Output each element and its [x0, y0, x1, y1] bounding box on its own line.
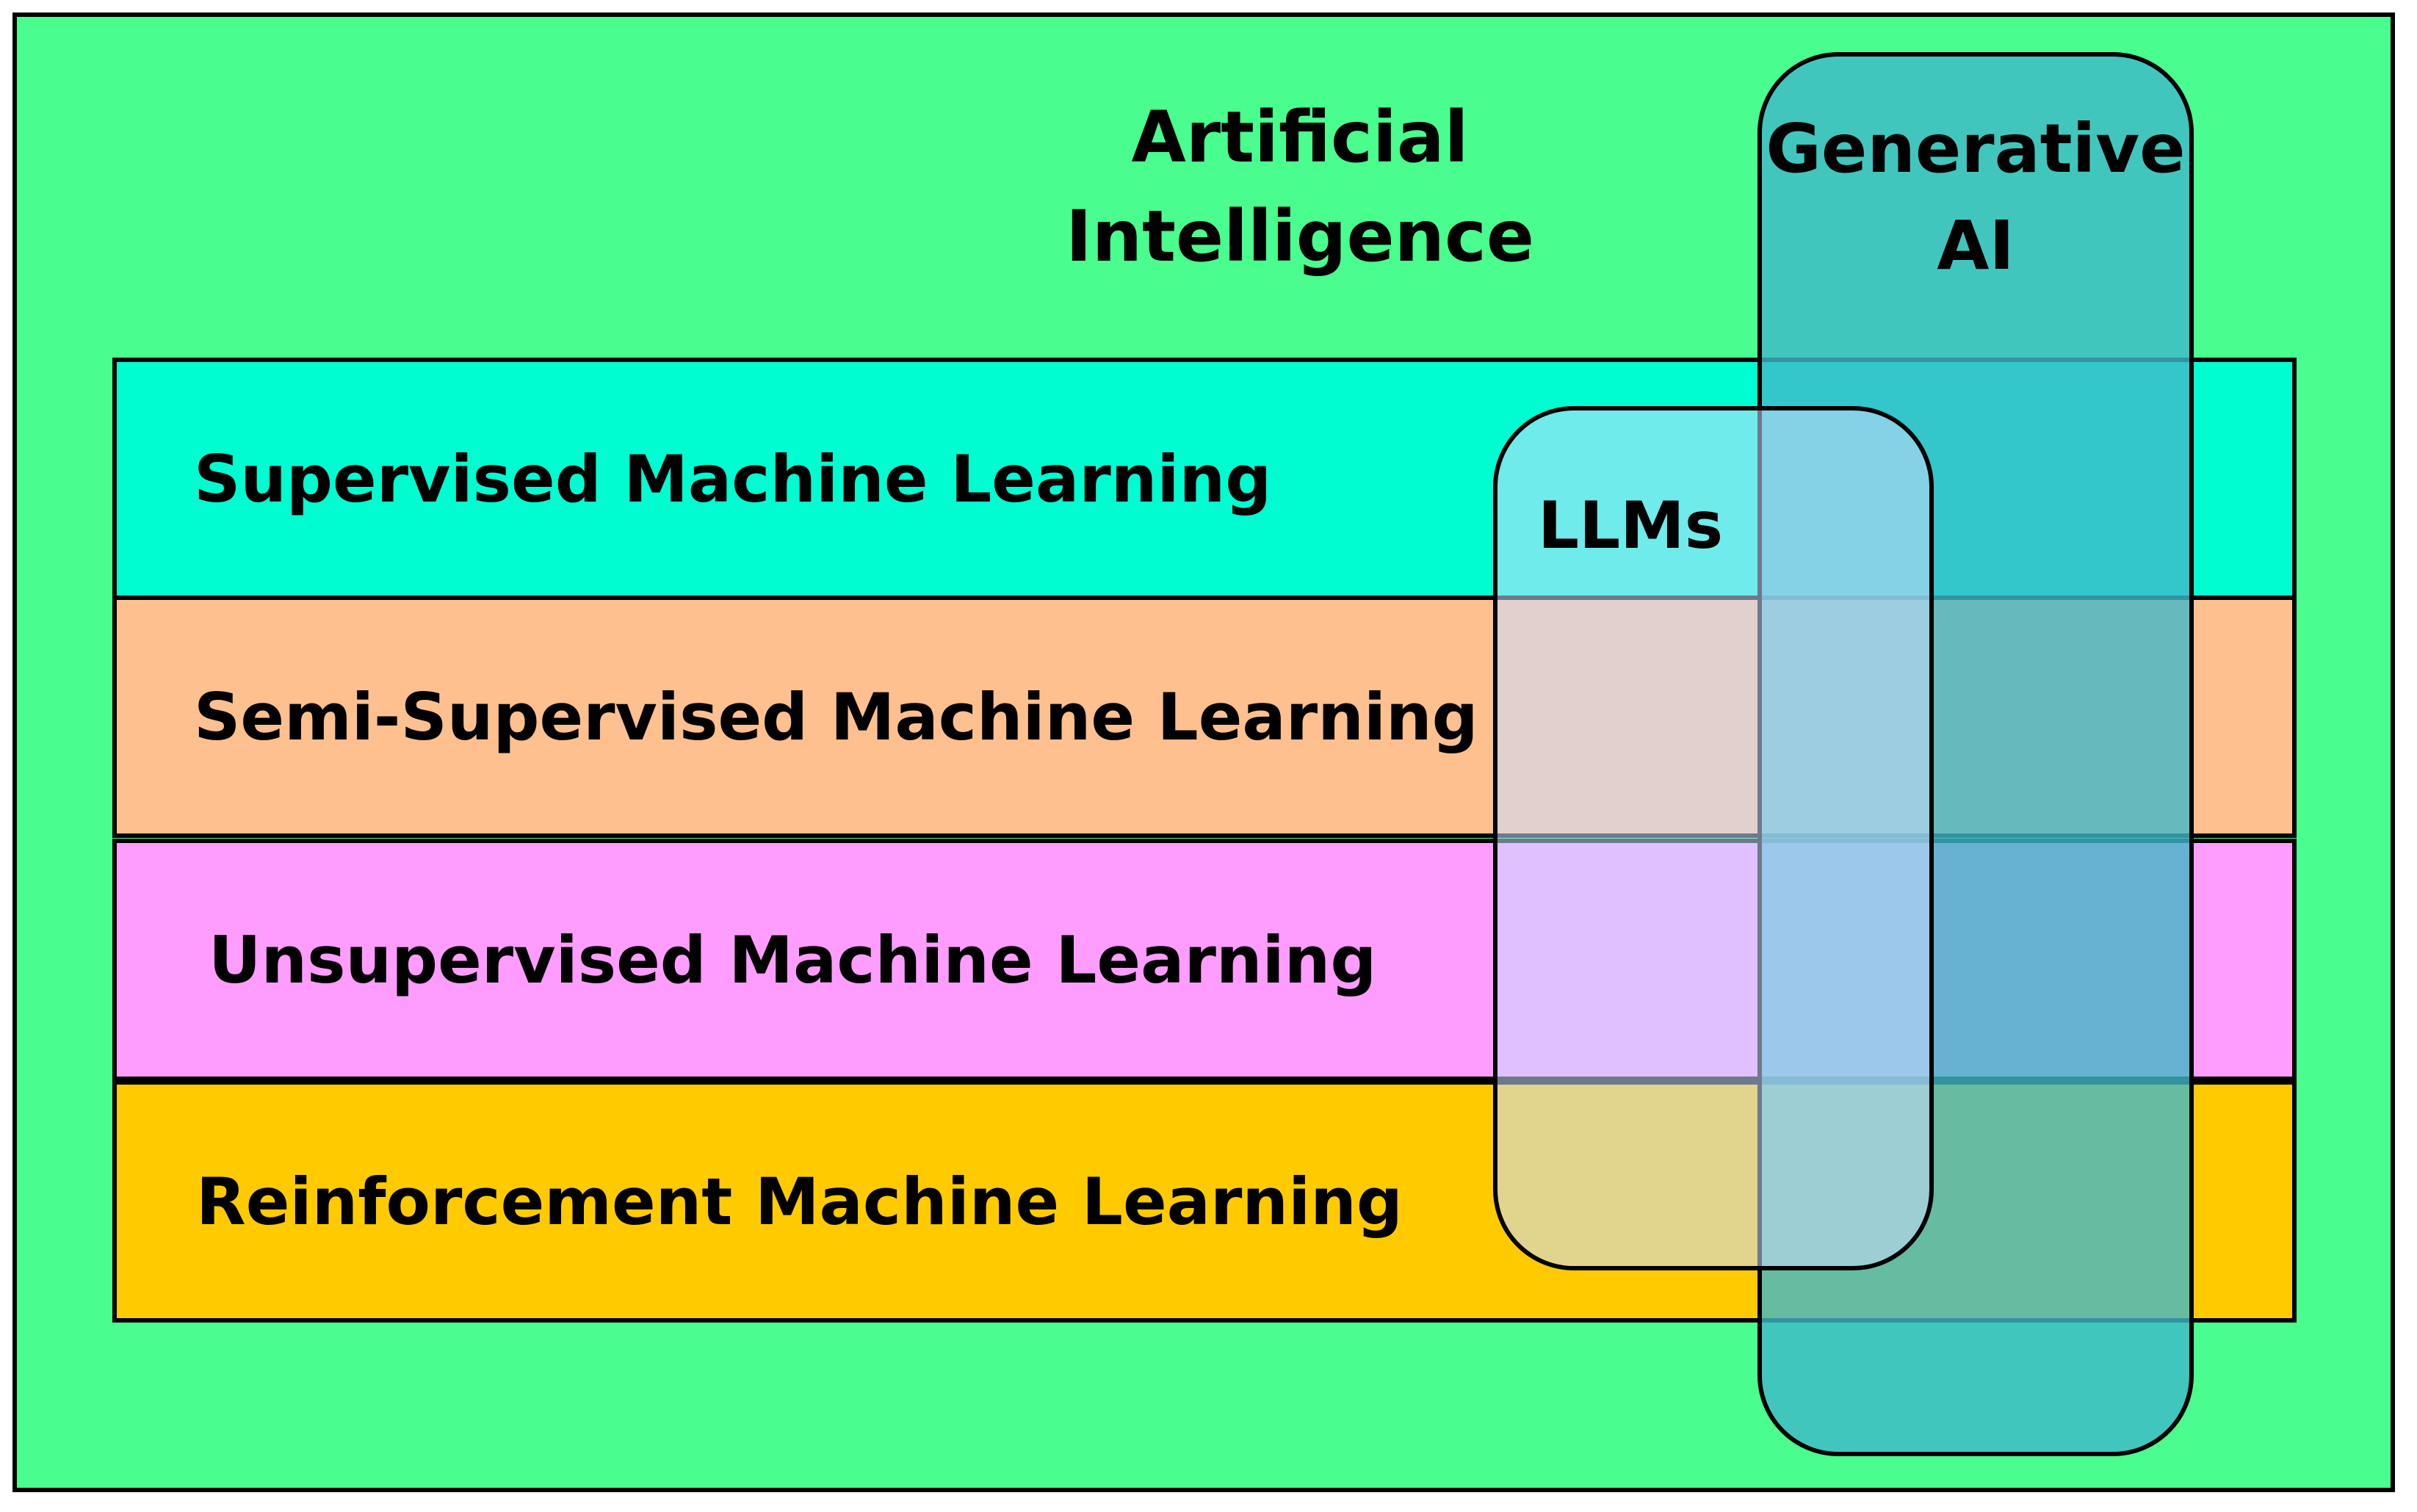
- llms-region: LLMs: [1493, 406, 1934, 1270]
- llms-label: LLMs: [1538, 488, 1724, 563]
- band-unsupervised-label: Unsupervised Machine Learning: [209, 922, 1377, 998]
- band-supervised-label: Supervised Machine Learning: [194, 441, 1272, 517]
- band-reinforcement-label: Reinforcement Machine Learning: [196, 1163, 1403, 1240]
- band-semi-supervised-label: Semi-Supervised Machine Learning: [194, 679, 1478, 755]
- artificial-intelligence-label: Artificial Intelligence: [1066, 96, 1534, 278]
- generative-ai-label: Generative AI: [1766, 109, 2186, 285]
